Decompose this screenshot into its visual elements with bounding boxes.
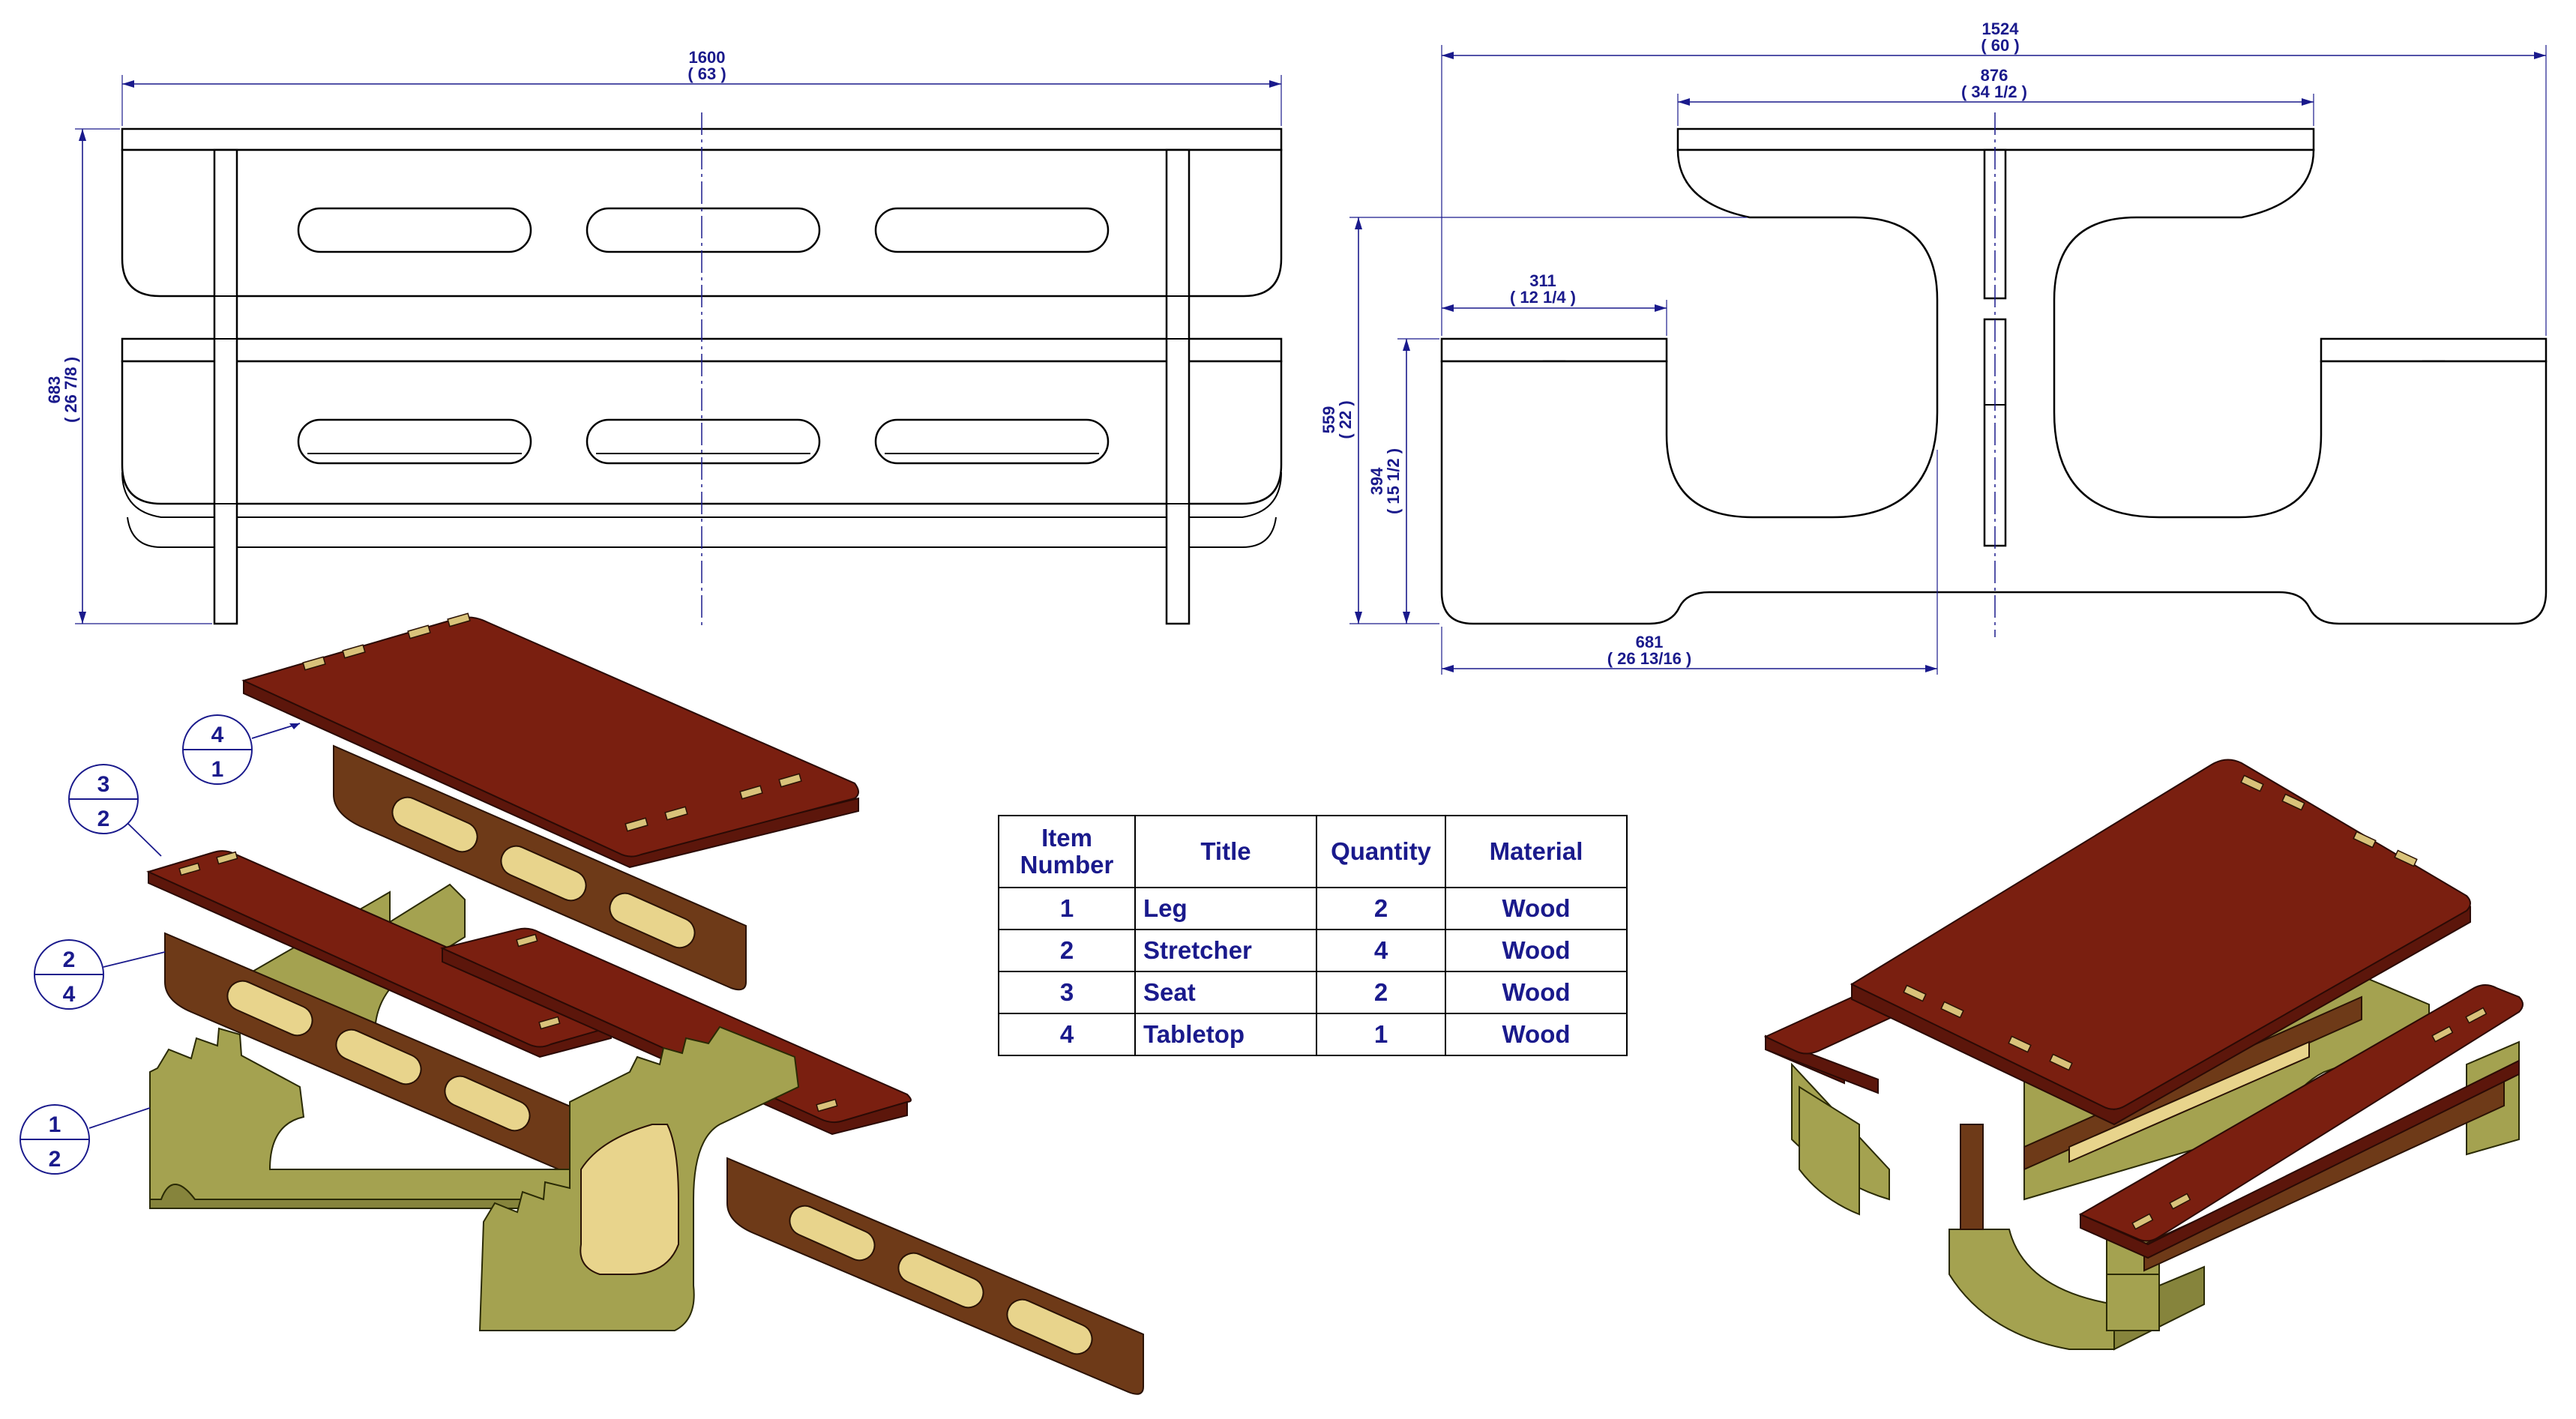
exploded-stretcher-back (333, 744, 747, 991)
side-seat-width-mm: 311 (1529, 271, 1556, 290)
exploded-tabletop (241, 612, 859, 869)
bom-header-title: Title (1134, 815, 1317, 888)
bom-header-quantity: Quantity (1316, 815, 1446, 888)
assembled-view (1763, 759, 2524, 1351)
balloon-3-item: 3 (97, 772, 110, 797)
balloon-1-item: 1 (49, 1112, 61, 1137)
front-height-mm: 683 (45, 376, 64, 404)
balloon-2-item: 2 (63, 947, 76, 972)
side-seat-height-mm: 394 (1367, 467, 1386, 495)
balloon-1-qty: 2 (49, 1147, 61, 1172)
bom-header-item: Item Number (998, 815, 1136, 888)
side-view: 1524 ( 60 ) 876 ( 34 1/2 ) 311 ( 12 1/4 … (1319, 19, 2548, 675)
side-overall-in: ( 60 ) (1981, 36, 2019, 55)
front-height-in: ( 26 7/8 ) (61, 357, 80, 423)
bom-material: Wood (1445, 929, 1628, 972)
balloon-4-1: 4 1 (182, 714, 301, 785)
balloon-2-4: 2 4 (34, 939, 166, 1010)
table-row: 3 Seat 2 Wood (998, 971, 1628, 1014)
side-half-width-mm: 681 (1636, 633, 1664, 651)
bom-title: Stretcher (1134, 929, 1317, 972)
side-height-in: ( 22 ) (1336, 400, 1355, 439)
bom-header-material: Material (1445, 815, 1628, 888)
front-width-mm: 1600 (689, 48, 726, 67)
bom-material: Wood (1445, 1013, 1628, 1056)
table-row: 1 Leg 2 Wood (998, 887, 1628, 930)
balloon-4-item: 4 (211, 723, 224, 747)
bom-material: Wood (1445, 971, 1628, 1014)
side-top-in: ( 34 1/2 ) (1961, 82, 2027, 101)
bom-item-number: 3 (998, 971, 1136, 1014)
side-seat-height-in: ( 15 1/2 ) (1384, 448, 1403, 514)
side-seat-width-in: ( 12 1/4 ) (1510, 288, 1576, 307)
side-half-width-in: ( 26 13/16 ) (1607, 649, 1692, 668)
balloon-4-qty: 1 (211, 757, 224, 782)
exploded-leg-right (478, 1025, 800, 1331)
bom-item-number: 1 (998, 887, 1136, 930)
exploded-stretcher-right (726, 1157, 1144, 1395)
bom-material: Wood (1445, 887, 1628, 930)
front-view: 1600 ( 63 ) 683 ( 26 7/8 ) (45, 48, 1283, 630)
front-width-in: ( 63 ) (687, 64, 726, 83)
bom-quantity: 2 (1316, 971, 1446, 1014)
balloon-3-qty: 2 (97, 807, 110, 831)
bill-of-materials-table: Item Number Title Quantity Material 1 Le… (998, 815, 1628, 1056)
bom-title: Seat (1134, 971, 1317, 1014)
balloon-1-2: 1 2 (19, 1104, 151, 1175)
table-row: 2 Stretcher 4 Wood (998, 929, 1628, 972)
side-height-mm: 559 (1319, 406, 1338, 434)
bom-quantity: 4 (1316, 929, 1446, 972)
bom-item-number: 2 (998, 929, 1136, 972)
exploded-view (146, 612, 1144, 1395)
balloon-2-qty: 4 (63, 982, 76, 1007)
bom-header-row: Item Number Title Quantity Material (998, 815, 1628, 888)
bom-title: Tabletop (1134, 1013, 1317, 1056)
side-top-mm: 876 (1981, 66, 2008, 85)
bom-item-number: 4 (998, 1013, 1136, 1056)
bom-quantity: 1 (1316, 1013, 1446, 1056)
balloon-3-2: 3 2 (68, 764, 162, 857)
bom-quantity: 2 (1316, 887, 1446, 930)
side-overall-mm: 1524 (1982, 19, 2020, 38)
bom-title: Leg (1134, 887, 1317, 930)
table-row: 4 Tabletop 1 Wood (998, 1013, 1628, 1056)
